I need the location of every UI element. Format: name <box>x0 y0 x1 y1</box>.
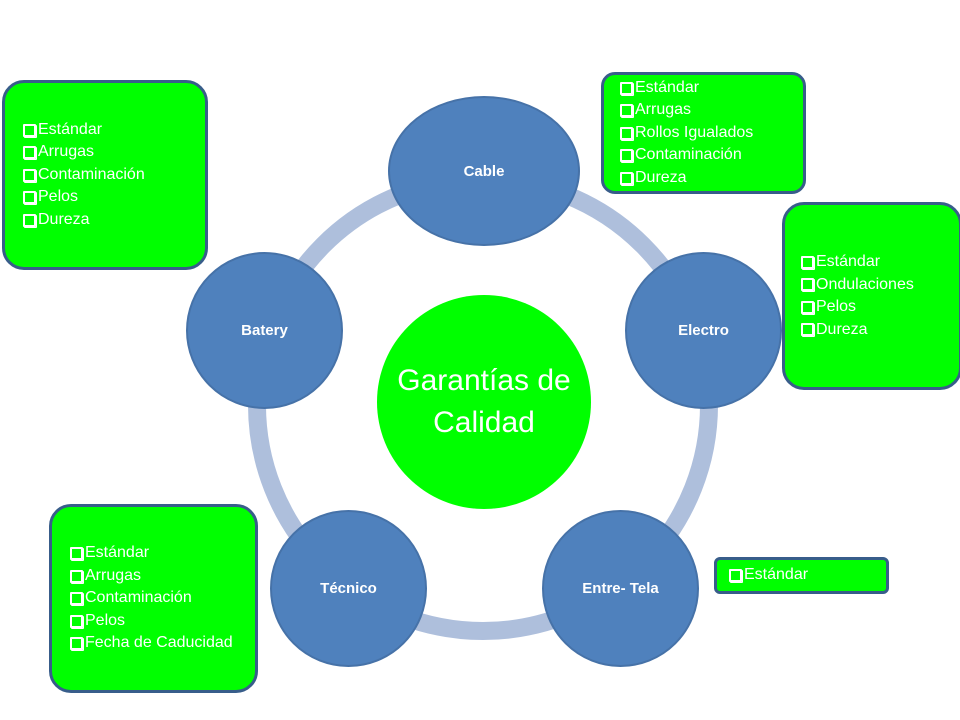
checkbox-icon <box>23 123 36 137</box>
checklist-item: Ondulaciones <box>801 274 959 297</box>
checklist-item: Pelos <box>70 610 255 633</box>
checklist-item: Contaminación <box>70 587 255 610</box>
checklist-item-label: Rollos Igualados <box>635 123 754 141</box>
checklist-item-label: Pelos <box>38 188 79 206</box>
checklist-item: Estándar <box>620 77 803 100</box>
node-label: Cable <box>463 162 505 180</box>
checklist-item: Estándar <box>23 119 205 142</box>
checklist-item-label: Contaminación <box>38 165 145 183</box>
node-label: Batery <box>241 322 288 339</box>
checklist-item: Estándar <box>70 542 255 565</box>
checklist-item-label: Dureza <box>38 210 90 228</box>
node-cable: Cable <box>388 96 580 246</box>
node-label: Electro <box>678 322 729 339</box>
checkbox-icon <box>23 168 36 182</box>
checkbox-icon <box>620 149 633 162</box>
checkbox-icon <box>70 569 83 583</box>
node-electro: Electro <box>625 252 782 409</box>
checklist-item-label: Contaminación <box>635 146 742 164</box>
checkbox-icon <box>23 213 36 227</box>
checkbox-icon <box>801 278 814 292</box>
checklist-item-label: Arrugas <box>38 143 95 161</box>
checklist-item-label: Dureza <box>635 168 687 186</box>
checklist-item-label: Ondulaciones <box>816 275 914 293</box>
checkbox-icon <box>620 126 633 140</box>
checklist-item-label: Estándar <box>38 120 103 138</box>
node-tecnico: Técnico <box>270 510 427 667</box>
checklist-item: Arrugas <box>620 99 803 122</box>
checklist-item-label: Fecha de Caducidad <box>85 634 233 652</box>
node-label: Entre- Tela <box>582 580 659 597</box>
node-label: Técnico <box>320 580 377 597</box>
checklist-item-label: Estándar <box>635 78 700 96</box>
checklist-item-label: Arrugas <box>85 566 142 584</box>
checklist-item: Arrugas <box>23 141 205 164</box>
checklist-item: Contaminación <box>620 144 803 167</box>
checkbox-icon <box>801 323 814 337</box>
checkbox-icon <box>801 300 814 314</box>
checkbox-icon <box>729 569 742 582</box>
checklist-item-label: Estándar <box>816 253 881 270</box>
checklist-item-label: Estándar <box>85 544 150 562</box>
checklist-item: Dureza <box>23 209 205 232</box>
checkbox-icon <box>801 255 814 269</box>
checklist-item: Fecha de Caducidad <box>70 632 255 655</box>
checklist-item: Estándar <box>729 564 886 587</box>
checklist-item-label: Estándar <box>744 566 809 584</box>
checkbox-icon <box>620 171 633 185</box>
checkbox-icon <box>70 547 83 560</box>
checkbox-icon <box>620 104 633 117</box>
checkbox-icon <box>70 614 83 628</box>
checklist-item: Arrugas <box>70 565 255 588</box>
checkbox-icon <box>23 191 36 204</box>
entre-tela-checklist: Estándar <box>714 557 889 594</box>
checklist-item: Dureza <box>801 319 959 342</box>
checklist-item: Estándar <box>801 251 959 274</box>
checkbox-icon <box>23 146 36 159</box>
checklist-item-label: Contaminación <box>85 589 192 607</box>
checklist-item-label: Dureza <box>816 320 868 338</box>
checklist-item: Rollos Igualados <box>620 122 803 145</box>
checklist-item: Pelos <box>801 296 959 319</box>
checklist-item-label: Pelos <box>816 298 857 315</box>
node-batery: Batery <box>186 252 343 409</box>
node-entre-tela: Entre- Tela <box>542 510 699 667</box>
checkbox-icon <box>70 592 83 605</box>
checklist-item: Dureza <box>620 167 803 190</box>
center-title-line2: Calidad <box>433 406 535 439</box>
checkbox-icon <box>70 637 83 650</box>
checklist-item: Contaminación <box>23 164 205 187</box>
center-circle: Garantías de Calidad <box>377 295 591 509</box>
checkbox-icon <box>620 81 633 95</box>
checklist-item-label: Pelos <box>85 611 126 629</box>
checklist-item-label: Arrugas <box>635 101 692 119</box>
center-title-line1: Garantías de <box>397 364 571 397</box>
checklist-item: Pelos <box>23 186 205 209</box>
